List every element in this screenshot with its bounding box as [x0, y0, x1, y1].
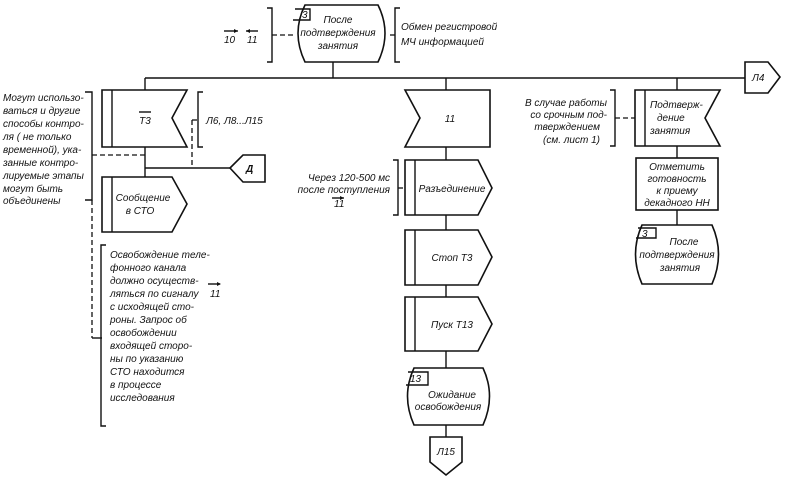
task-mark-readiness: Отметить готовность к приему декадного Н…	[635, 157, 719, 211]
label-text: Д	[245, 164, 253, 175]
label-text: входящей сторо-	[110, 341, 193, 352]
label-text: ля ( не только	[2, 132, 72, 143]
input-t3: T3	[101, 89, 189, 148]
label-text: Пуск Т13	[431, 320, 473, 331]
label-text: в СТО	[126, 206, 155, 217]
label-text: временной), ука-	[3, 145, 82, 156]
label-text: с исходящей сто-	[110, 302, 195, 313]
label-text: декадного НН	[644, 198, 710, 209]
label-text: исследования	[110, 393, 175, 404]
state-awaiting-release: 13 Ожидание освобождения	[406, 367, 491, 426]
label-text: после поступления	[298, 185, 391, 196]
label-text: лируемые этапы	[2, 171, 85, 182]
input-confirmation: Подтверж- дение занятия	[634, 89, 722, 147]
label-text: 11	[210, 289, 220, 300]
label-text: ляться по сигналу	[109, 289, 200, 300]
label-text: После	[323, 15, 352, 26]
label-text: ваться и другие	[3, 106, 81, 117]
label-text: 11	[334, 199, 344, 210]
label-text: тверждением	[534, 122, 600, 133]
label-text: СТО находится	[110, 367, 185, 378]
label-text: Сообщение	[116, 192, 171, 204]
label-text: Разъединение	[419, 184, 486, 195]
label-text: дение	[657, 113, 685, 124]
label-text: занятия	[649, 126, 691, 137]
label-text: занные контро-	[2, 158, 79, 169]
label-text: ны по указанию	[110, 354, 184, 365]
label-text: со срочным под-	[530, 110, 607, 121]
label-text: Через 120-500 мс	[308, 173, 390, 184]
label-text: Отметить	[649, 162, 705, 173]
label-text: 11	[445, 114, 455, 125]
label-text: могут быть	[3, 183, 63, 195]
top-comment: Обмен регистровой МЧ информацией	[390, 7, 498, 63]
input-t3-comment: Л6, Л8...Л15	[191, 91, 263, 168]
output-disconnect: Разъединение	[404, 159, 493, 216]
label-text: T3	[139, 116, 151, 127]
state-after-confirmation-top: 3 После подтверждения занятия	[293, 4, 386, 63]
label-text: Могут использо-	[3, 93, 84, 104]
label-text: 10	[224, 35, 236, 46]
output-comment-delay: Через 120-500 мс после поступления 11	[298, 159, 405, 216]
connector-l15: Л15	[429, 436, 463, 477]
label-text: Подтверж-	[650, 100, 704, 111]
label-text: освобождении	[110, 327, 177, 339]
input-signal-11: 11	[403, 89, 491, 148]
label-text: В случае работы	[525, 97, 608, 109]
label-text: 3	[642, 229, 648, 240]
label-text: Ожидание	[428, 390, 476, 401]
label-text: способы контро-	[3, 118, 85, 130]
label-text: к приему	[656, 186, 698, 197]
label-text: 3	[302, 10, 308, 21]
label-text: в процессе	[110, 380, 162, 391]
release-comment: Освобождение теле- фонного канала должно…	[91, 200, 221, 427]
connector-l4: Л4	[744, 61, 782, 94]
output-stop-t3: Стоп Т3	[404, 229, 493, 286]
label-text: МЧ информацией	[401, 36, 484, 48]
label-text: Стоп Т3	[432, 253, 473, 264]
left-comment: Могут использо- ваться и другие способы …	[2, 91, 145, 207]
label-text: (см. лист 1)	[543, 135, 600, 146]
state-after-confirmation-right: 3 После подтверждения занятия	[634, 224, 720, 285]
connector-d: Д	[228, 154, 266, 183]
output-message-sto: Сообщение в СТО	[101, 176, 188, 233]
label-text: Л4	[751, 73, 765, 84]
top-signals: 10 11	[224, 7, 293, 63]
label-text: 13	[410, 374, 422, 385]
label-text: освобождения	[415, 401, 482, 413]
label-text: подтверждения	[300, 28, 376, 39]
label-text: После	[669, 237, 698, 248]
label-text: фонного канала	[110, 262, 187, 274]
label-text: Л15	[436, 447, 455, 458]
label-text: должно осуществ-	[110, 276, 199, 287]
output-start-t13: Пуск Т13	[404, 296, 493, 352]
label-text: готовность	[647, 174, 706, 185]
label-text: занятия	[659, 263, 701, 274]
label-text: Освобождение теле-	[110, 249, 210, 261]
label-text: занятия	[317, 41, 359, 52]
label-text: роны. Запрос об	[109, 314, 187, 326]
label-text: Обмен регистровой	[401, 21, 498, 33]
label-text: Л6, Л8...Л15	[205, 116, 263, 127]
input-comment-urgent: В случае работы со срочным под- твержден…	[525, 89, 635, 147]
label-text: объединены	[3, 195, 61, 207]
label-text: подтверждения	[639, 250, 715, 261]
label-text: 11	[247, 35, 257, 46]
